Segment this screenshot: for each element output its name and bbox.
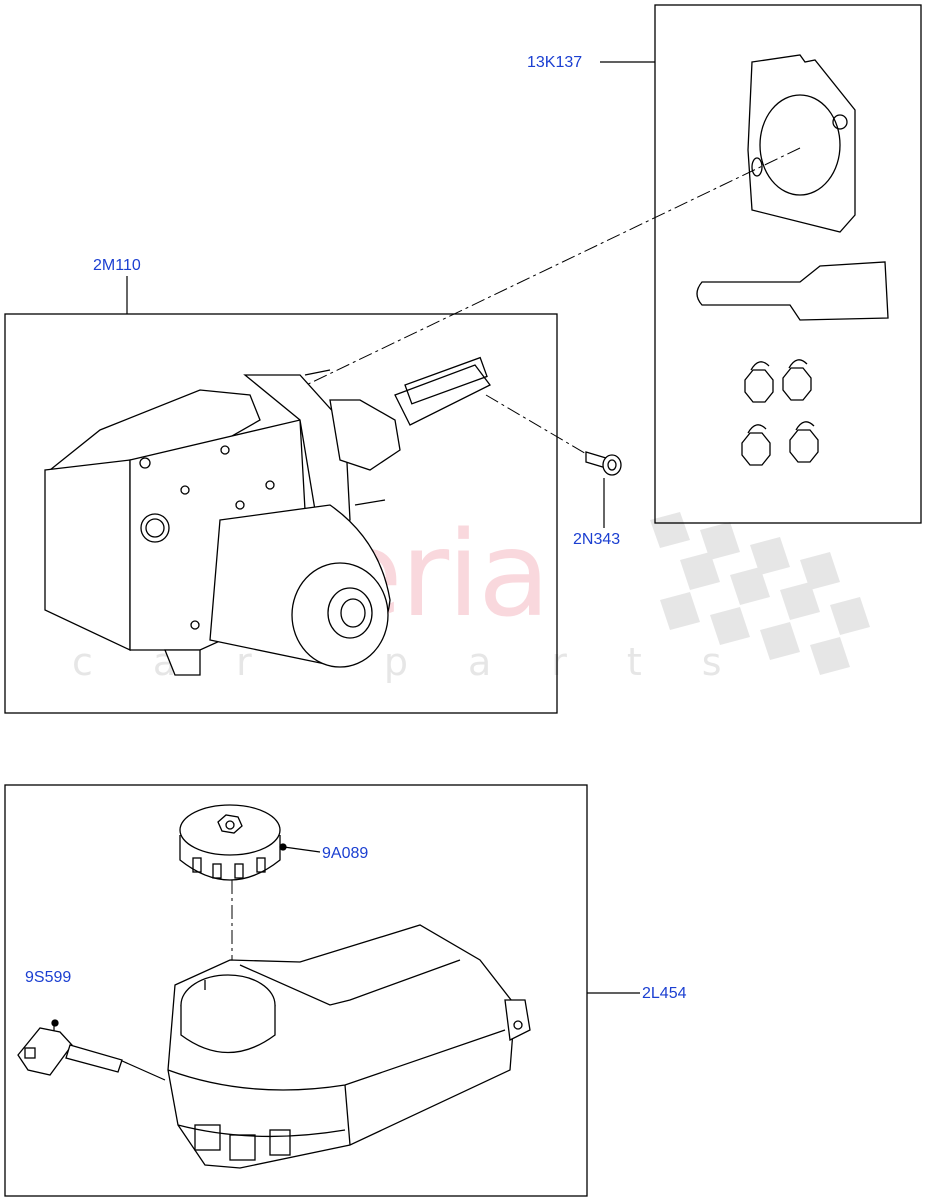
callout-9a089[interactable]: 9A089 [322,845,369,862]
abs-module-frame [4,313,558,714]
clevis-pin-icon [585,451,622,476]
fluid-reservoir-icon [167,924,531,1169]
gasket-kit-frame [654,4,922,524]
bolt-cap-icon [741,359,819,466]
callout-2n343[interactable]: 2N343 [573,531,621,548]
callout-9s599[interactable]: 9S599 [25,969,72,986]
callout-2l454[interactable]: 2L454 [642,985,687,1002]
level-sensor-icon [17,1019,123,1076]
callout-13k137[interactable]: 13K137 [527,54,583,71]
checker-flag-watermark [650,512,870,675]
abs-pump-icon [44,356,491,676]
gasket-icon [747,54,856,233]
spatula-tool-icon [696,261,889,321]
reservoir-cap-icon [179,804,287,881]
reservoir-frame [4,784,588,1197]
callout-2m110[interactable]: 2M110 [93,257,141,274]
